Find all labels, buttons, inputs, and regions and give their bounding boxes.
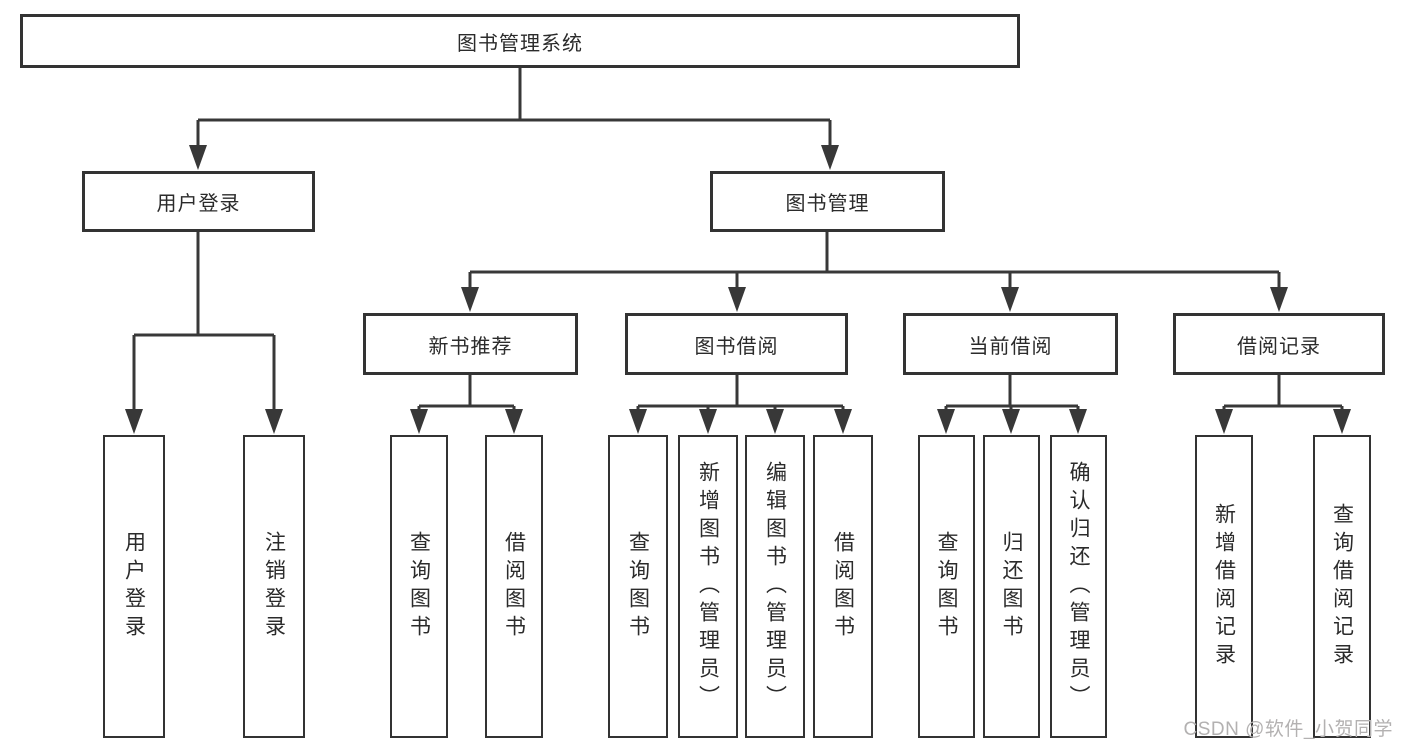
node-leaf-confirm-return-admin: 确认归还（管理员）	[1050, 435, 1107, 738]
node-leaf-return-books: 归还图书	[983, 435, 1040, 738]
leaf-label: 借阅图书	[502, 530, 526, 643]
leaf-label: 确认归还（管理员）	[1067, 460, 1090, 713]
node-leaf-query-books-1: 查询图书	[390, 435, 448, 738]
node-leaf-user-login: 用户登录	[103, 435, 165, 738]
node-current-borrowing: 当前借阅	[903, 313, 1118, 375]
node-leaf-borrow-books-1: 借阅图书	[485, 435, 543, 738]
node-leaf-borrow-books-2: 借阅图书	[813, 435, 873, 738]
arrow-down-icon	[410, 409, 428, 434]
arrow-down-icon	[629, 409, 647, 434]
leaf-label: 查询图书	[935, 530, 958, 643]
leaf-label: 查询图书	[626, 530, 650, 643]
node-leaf-query-borrow-record: 查询借阅记录	[1313, 435, 1371, 738]
leaf-label: 新增借阅记录	[1212, 502, 1236, 671]
leaf-label: 查询借阅记录	[1330, 502, 1354, 671]
node-leaf-query-books-2: 查询图书	[608, 435, 668, 738]
arrow-down-icon	[834, 409, 852, 434]
arrow-down-icon	[937, 409, 955, 434]
arrow-down-icon	[1002, 409, 1020, 434]
node-borrow-records: 借阅记录	[1173, 313, 1385, 375]
arrow-down-icon	[1069, 409, 1087, 434]
arrow-down-icon	[699, 409, 717, 434]
arrow-down-icons	[125, 145, 1351, 434]
leaf-label: 用户登录	[122, 530, 146, 643]
leaf-label: 借阅图书	[831, 530, 855, 643]
node-user-login-module: 用户登录	[82, 171, 315, 232]
arrow-down-icon	[1215, 409, 1233, 434]
node-leaf-add-books-admin: 新增图书（管理员）	[678, 435, 738, 738]
node-book-management-module: 图书管理	[710, 171, 945, 232]
leaf-label: 查询图书	[407, 530, 431, 643]
node-leaf-logout: 注销登录	[243, 435, 305, 738]
node-book-borrowing: 图书借阅	[625, 313, 848, 375]
arrow-down-icon	[1001, 287, 1019, 312]
node-leaf-edit-books-admin: 编辑图书（管理员）	[745, 435, 805, 738]
arrow-down-icon	[505, 409, 523, 434]
node-new-book-recommend: 新书推荐	[363, 313, 578, 375]
leaf-label: 编辑图书（管理员）	[763, 460, 787, 713]
arrow-down-icon	[728, 287, 746, 312]
node-leaf-query-books-3: 查询图书	[918, 435, 975, 738]
arrow-down-icon	[1270, 287, 1288, 312]
arrow-down-icon	[1333, 409, 1351, 434]
arrow-down-icon	[189, 145, 207, 170]
arrow-down-icon	[461, 287, 479, 312]
node-leaf-add-borrow-record: 新增借阅记录	[1195, 435, 1253, 738]
arrow-down-icon	[125, 409, 143, 434]
arrow-down-icon	[265, 409, 283, 434]
leaf-label: 注销登录	[262, 530, 286, 643]
leaf-label: 归还图书	[1000, 530, 1023, 643]
csdn-watermark: CSDN @软件_小贺同学	[1183, 719, 1393, 740]
arrow-down-icon	[821, 145, 839, 170]
node-system-root: 图书管理系统	[20, 14, 1020, 68]
leaf-label: 新增图书（管理员）	[696, 460, 720, 713]
connector-path	[132, 68, 1344, 411]
arrow-down-icon	[766, 409, 784, 434]
